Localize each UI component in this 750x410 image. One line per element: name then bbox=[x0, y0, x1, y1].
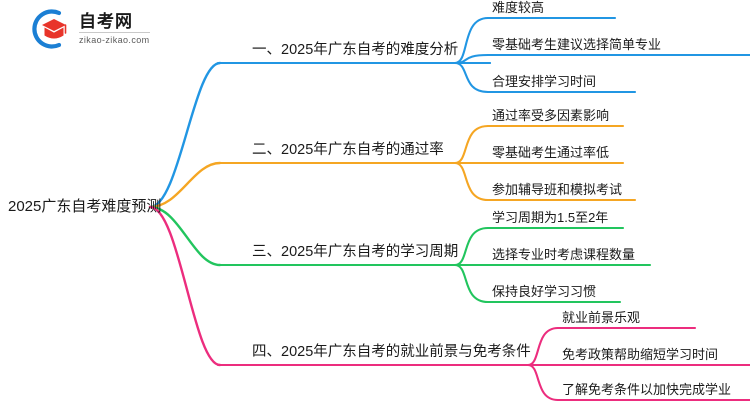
leaf-label-3-2[interactable]: 选择专业时考虑课程数量 bbox=[492, 247, 636, 262]
leaf-label-1-3[interactable]: 合理安排学习时间 bbox=[492, 74, 597, 89]
logo-title: 自考网 bbox=[79, 13, 150, 33]
branch-label-4[interactable]: 四、2025年广东自考的就业前景与免考条件 bbox=[252, 344, 531, 360]
logo-subtitle: zikao-zikao.com bbox=[79, 35, 150, 45]
zikao-logo-icon bbox=[28, 8, 72, 50]
leaf-label-2-2[interactable]: 零基础考生通过率低 bbox=[492, 145, 610, 160]
mindmap-root-node[interactable]: 2025广东自考难度预测 bbox=[8, 198, 162, 215]
branch-label-1[interactable]: 一、2025年广东自考的难度分析 bbox=[252, 42, 459, 58]
leaf-label-4-3[interactable]: 了解免考条件以加快完成学业 bbox=[562, 382, 732, 397]
leaf-label-3-1[interactable]: 学习周期为1.5至2年 bbox=[492, 210, 609, 225]
leaf-label-1-2[interactable]: 零基础考生建议选择简单专业 bbox=[492, 37, 662, 52]
leaf-label-4-2[interactable]: 免考政策帮助缩短学习时间 bbox=[562, 347, 719, 362]
leaf-label-3-3[interactable]: 保持良好学习习惯 bbox=[492, 284, 597, 299]
leaf-label-1-1[interactable]: 难度较高 bbox=[492, 0, 545, 15]
branch-label-2[interactable]: 二、2025年广东自考的通过率 bbox=[252, 142, 444, 158]
branch-label-3[interactable]: 三、2025年广东自考的学习周期 bbox=[252, 244, 459, 260]
site-logo: 自考网 zikao-zikao.com bbox=[28, 8, 150, 50]
leaf-label-4-1[interactable]: 就业前景乐观 bbox=[562, 310, 641, 325]
logo-text: 自考网 zikao-zikao.com bbox=[79, 13, 150, 45]
leaf-label-2-1[interactable]: 通过率受多因素影响 bbox=[492, 108, 610, 123]
leaf-label-2-3[interactable]: 参加辅导班和模拟考试 bbox=[492, 182, 623, 197]
